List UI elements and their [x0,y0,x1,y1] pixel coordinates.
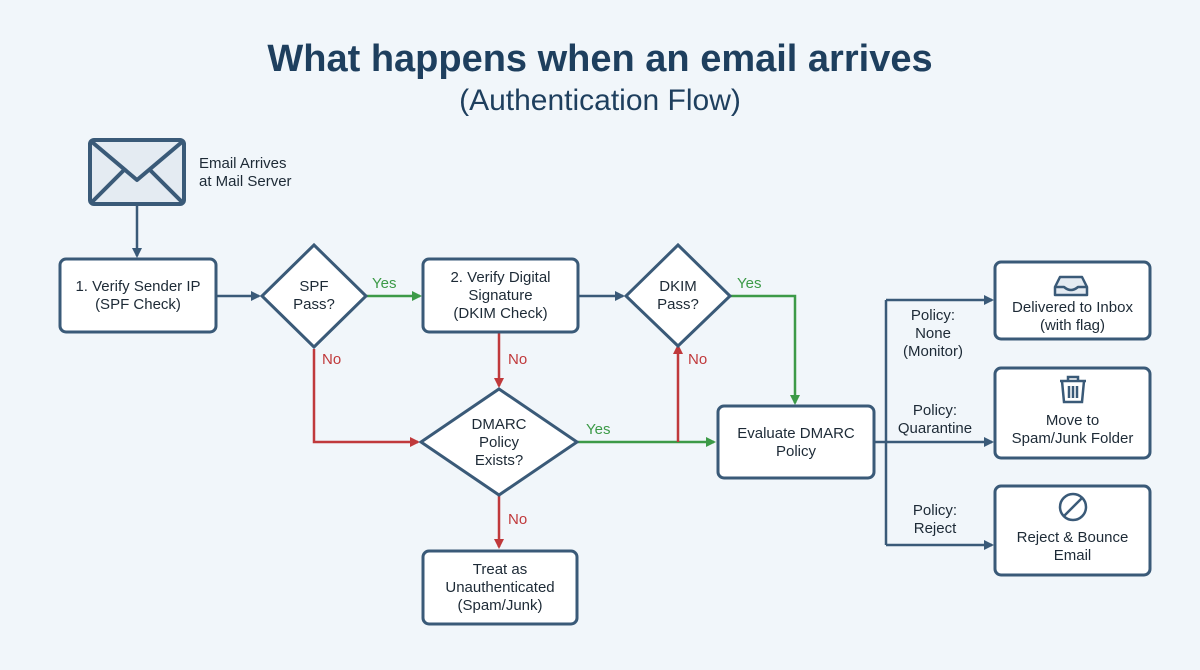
policy-reject-label: Policy: Reject [893,502,977,538]
policy-none-label: Policy: None (Monitor) [893,307,973,361]
dkim-check-line2: Signature [468,287,533,304]
spf-check-line2: (SPF Check) [95,296,181,313]
envelope-icon [88,138,186,206]
policy-quarantine-line2: Quarantine [897,420,973,437]
policy-reject-line2: Reject [913,520,957,537]
start-label: Email Arrives at Mail Server [199,155,292,191]
dmarc-no-label: No [508,511,528,528]
spf-pass-line1: SPF [299,278,329,295]
spf-pass-line2: Pass? [293,296,335,313]
spf-no-label: No [322,351,342,368]
spf-pass-label: SPF Pass? [274,278,354,314]
policy-none-line2: None [915,325,951,342]
node-dkim-pass [623,242,733,349]
dmarc-exists-line3: Exists? [474,452,524,469]
node-evaluate [716,404,876,480]
reject-line1: Reject & Bounce [1016,529,1129,546]
spam-line1: Move to [1045,412,1100,429]
start-label-line1: Email Arrives [199,155,287,172]
evaluate-line1: Evaluate DMARC [737,425,855,442]
edge-dkim-yes [730,294,800,405]
unauth-line3: (Spam/Junk) [457,597,543,614]
dkim-check-line1: 2. Verify Digital [450,269,551,286]
node-reject [993,484,1152,577]
reject-line2: Email [1053,547,1092,564]
unauth-label: Treat as Unauthenticated (Spam/Junk) [423,561,577,615]
dkim-pass-no-label: No [688,351,708,368]
dmarc-yes-label: Yes [586,421,611,438]
start-label-line2: at Mail Server [199,173,292,190]
reject-label: Reject & Bounce Email [995,529,1150,565]
prohibited-icon [1058,492,1088,522]
diagram-title: What happens when an email arrives [267,38,933,80]
spf-check-label: 1. Verify Sender IP (SPF Check) [60,278,216,314]
node-dmarc-exists [418,387,580,497]
dmarc-exists-line1: DMARC [471,416,527,433]
edge-spf-no [312,349,420,447]
node-spam [993,366,1152,460]
dkim-yes-label: Yes [737,275,762,292]
node-dkim-check [421,257,580,334]
dkim-check-label: 2. Verify Digital Signature (DKIM Check) [423,269,578,323]
inbox-label: Delivered to Inbox (with flag) [995,299,1150,335]
unauth-line2: Unauthenticated [445,579,555,596]
spf-yes-label: Yes [372,275,397,292]
spf-check-line1: 1. Verify Sender IP [75,278,201,295]
inbox-line2: (with flag) [1039,317,1106,334]
dkim-pass-line1: DKIM [659,278,697,295]
policy-quarantine-line1: Policy: [912,402,958,419]
dkim-pass-line2: Pass? [657,296,699,313]
dkim-check-no-label: No [508,351,528,368]
dkim-pass-label: DKIM Pass? [638,278,718,314]
node-unauth [421,549,579,626]
inbox-line1: Delivered to Inbox [1012,299,1133,316]
policy-none-line1: Policy: [910,307,956,324]
policy-none-line3: (Monitor) [902,343,963,360]
evaluate-label: Evaluate DMARC Policy [718,425,874,461]
spam-label: Move to Spam/Junk Folder [995,412,1150,448]
node-spf-check [58,257,218,334]
policy-quarantine-label: Policy: Quarantine [888,402,982,438]
inbox-tray-icon [1053,275,1089,297]
dmarc-exists-label: DMARC Policy Exists? [459,416,539,470]
dmarc-exists-line2: Policy [478,434,519,451]
diagram-subtitle: (Authentication Flow) [459,84,741,117]
evaluate-line2: Policy [775,443,816,460]
unauth-line1: Treat as [472,561,528,578]
node-spf-pass [259,242,369,350]
policy-reject-line1: Policy: [912,502,958,519]
spam-line2: Spam/Junk Folder [1011,430,1134,447]
trash-icon [1060,375,1086,404]
dkim-check-line3: (DKIM Check) [453,305,548,322]
node-inbox [993,260,1152,341]
